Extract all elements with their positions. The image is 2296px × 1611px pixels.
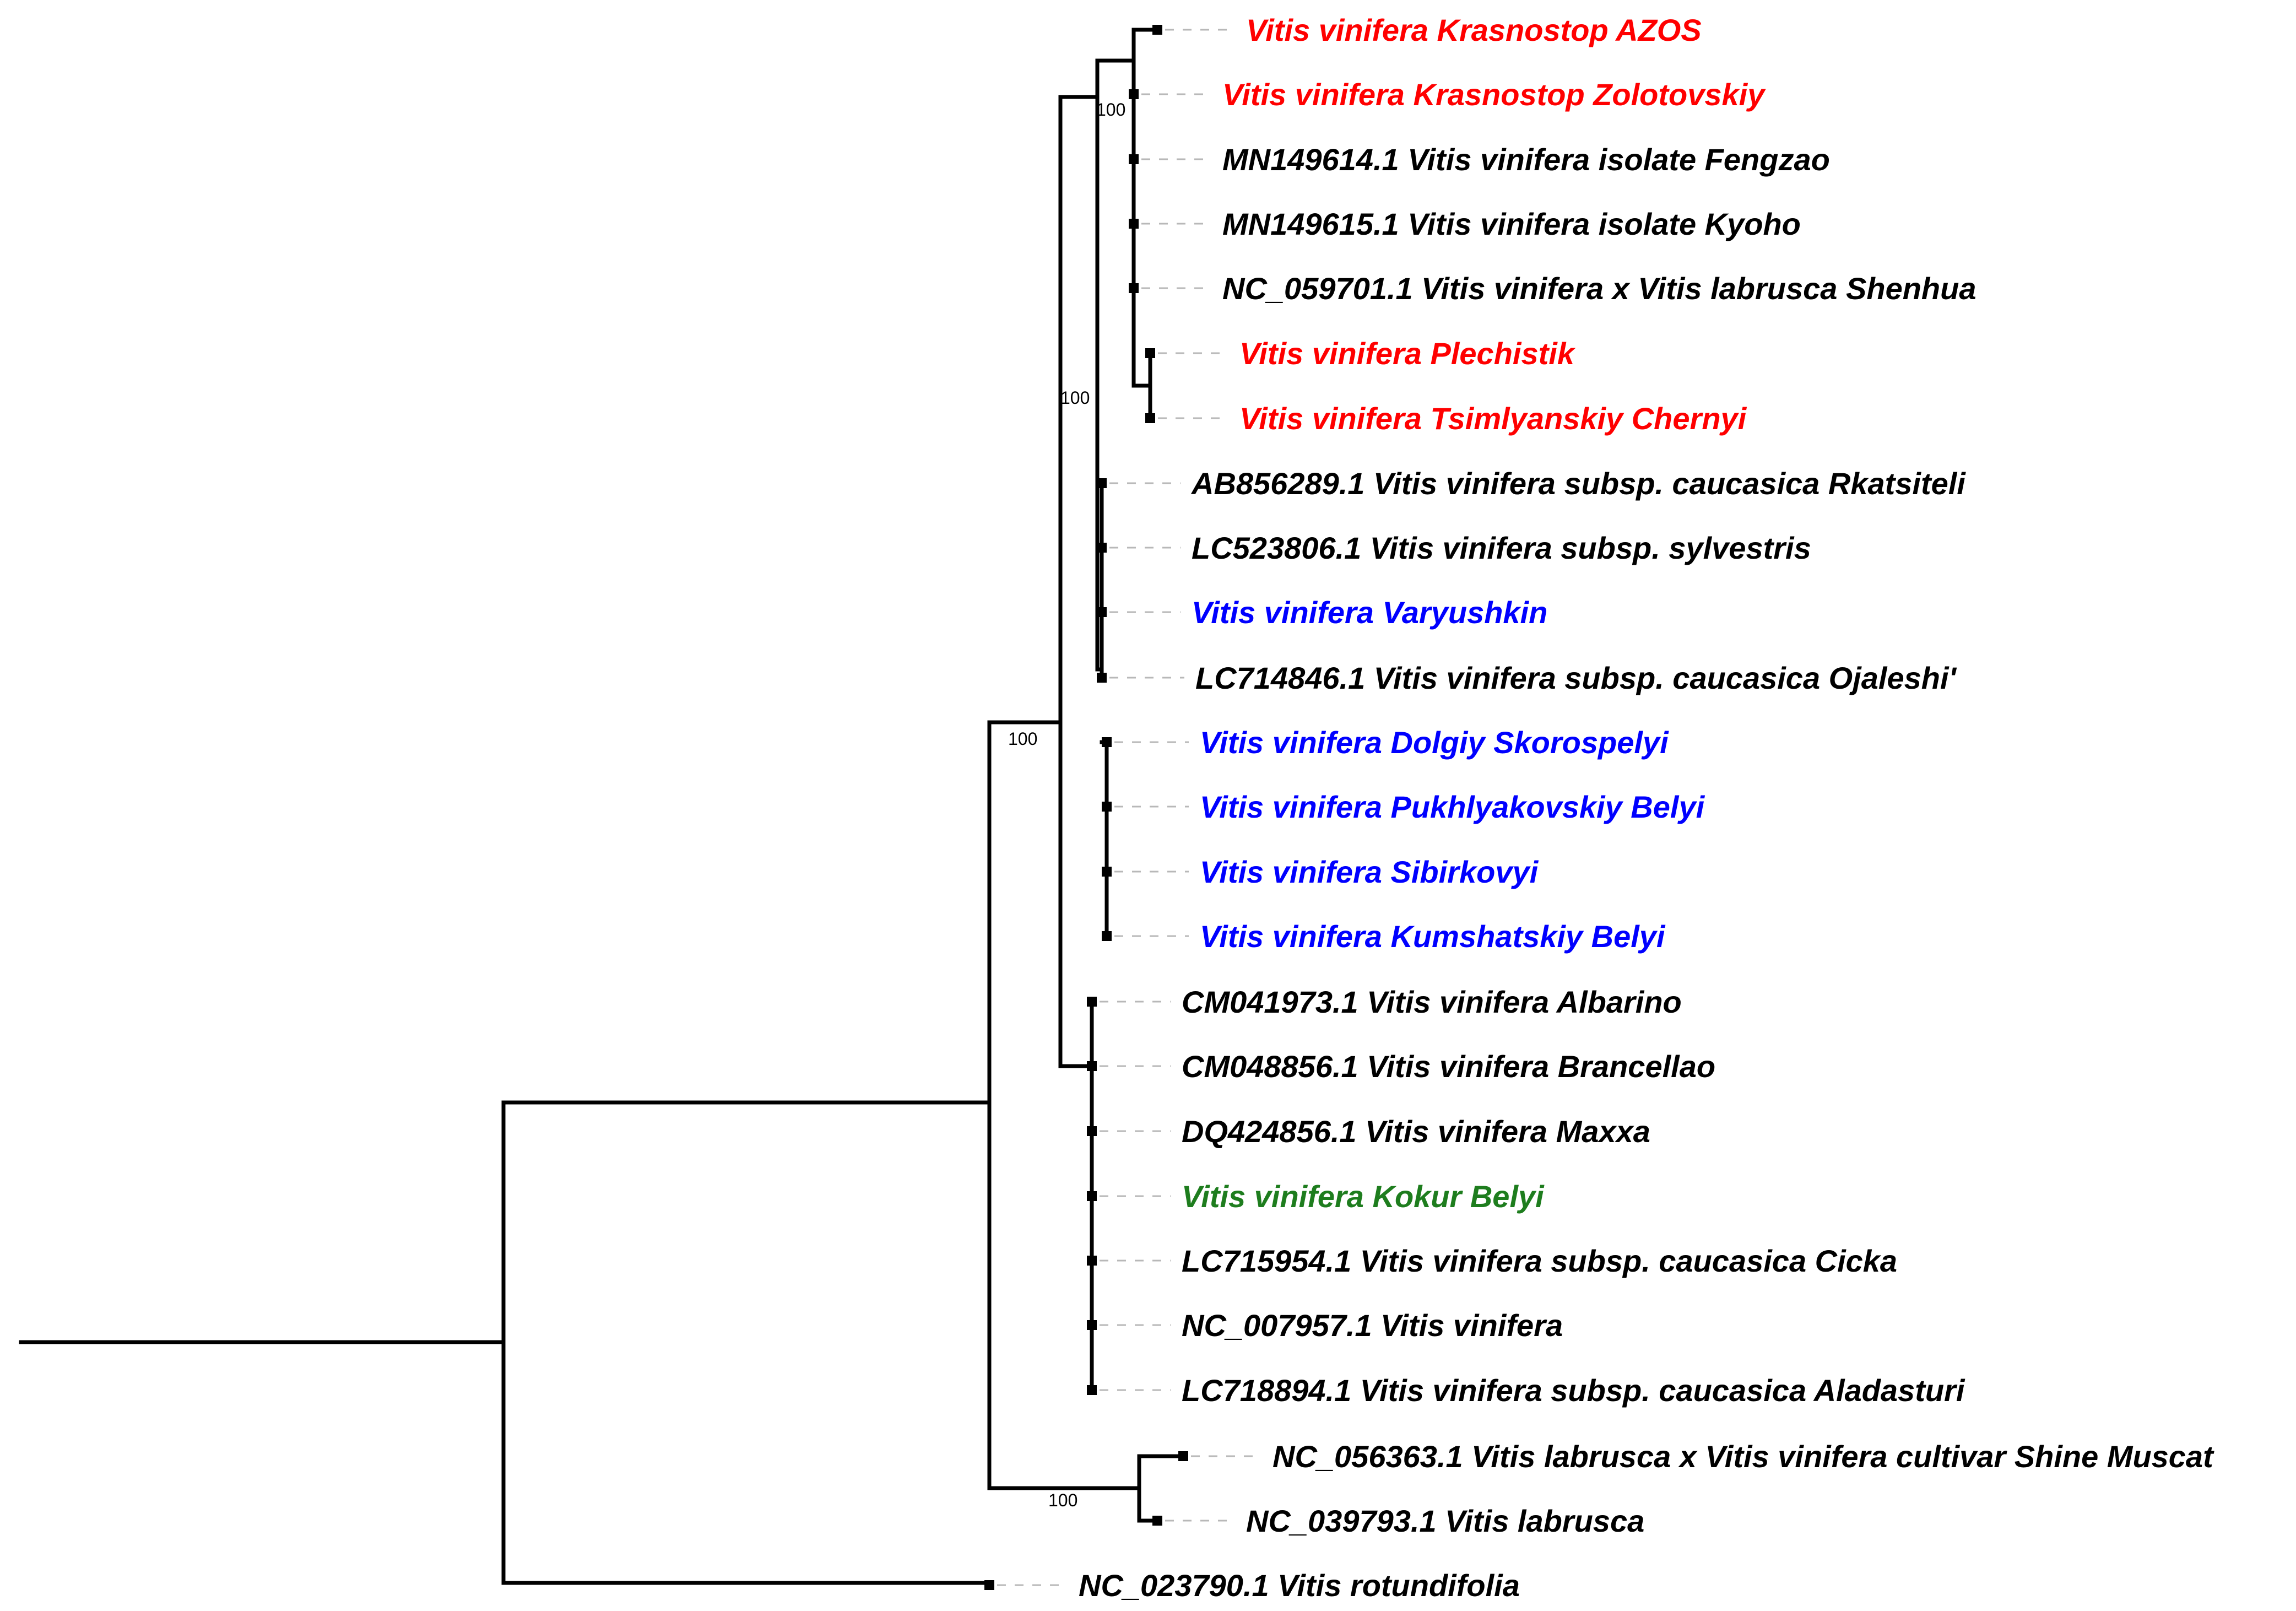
support-values: 100 100 100 100	[1008, 100, 1125, 1510]
tip-label: MN149614.1 Vitis vinifera isolate Fengza…	[1222, 142, 1830, 177]
tip-node-marker	[1097, 673, 1107, 683]
tip-label: Vitis vinifera Plechistik	[1239, 336, 1576, 371]
tip-label: Vitis vinifera Krasnostop AZOS	[1246, 13, 1702, 47]
tip-node-marker	[1145, 348, 1155, 358]
support-value-vinifera-clade: 100	[1060, 388, 1090, 408]
tip-label: Vitis vinifera Pukhlyakovskiy Belyi	[1200, 790, 1705, 824]
tip-label: NC_059701.1 Vitis vinifera x Vitis labru…	[1222, 271, 1976, 306]
tip-label: DQ424856.1 Vitis vinifera Maxxa	[1182, 1114, 1650, 1149]
tip-label: NC_007957.1 Vitis vinifera	[1182, 1308, 1563, 1343]
tip-node-marker	[1097, 543, 1107, 553]
support-value-labrusca-clade: 100	[1048, 1490, 1077, 1510]
tip-label: Vitis vinifera Varyushkin	[1192, 595, 1547, 630]
tip-label: Vitis vinifera Dolgiy Skorospelyi	[1200, 725, 1669, 760]
tip-node-marker	[1102, 867, 1112, 877]
tip-nodes	[984, 25, 1188, 1590]
tip-node-marker	[1087, 997, 1097, 1007]
tip-node-marker	[1129, 89, 1139, 99]
tip-node-marker	[984, 1580, 994, 1590]
tip-label: Vitis vinifera Krasnostop Zolotovskiy	[1222, 77, 1766, 112]
tip-label: NC_039793.1 Vitis labrusca	[1246, 1504, 1644, 1538]
tip-node-marker	[1087, 1126, 1097, 1136]
tip-label: LC714846.1 Vitis vinifera subsp. caucasi…	[1195, 661, 1957, 695]
tip-node-marker	[1097, 607, 1107, 617]
tip-node-marker	[1102, 737, 1112, 747]
support-value-labrusca-vinifera-clade: 100	[1008, 729, 1037, 749]
tip-label: Vitis vinifera Kumshatskiy Belyi	[1200, 919, 1666, 954]
tip-node-marker	[1152, 1516, 1162, 1526]
tip-label: CM048856.1 Vitis vinifera Brancellao	[1182, 1049, 1715, 1084]
tip-labels: Vitis vinifera Krasnostop AZOS Vitis vini…	[1079, 13, 2214, 1603]
tip-label: LC718894.1 Vitis vinifera subsp. caucasi…	[1182, 1373, 1965, 1408]
tip-node-marker	[1129, 154, 1139, 164]
tree-branches	[19, 28, 1185, 1585]
tip-label: LC523806.1 Vitis vinifera subsp. sylvest…	[1192, 531, 1811, 565]
tip-node-marker	[1102, 802, 1112, 812]
tip-node-marker	[1087, 1320, 1097, 1330]
tip-node-marker	[1152, 25, 1162, 35]
tip-node-marker	[1087, 1061, 1097, 1071]
tip-node-marker	[1129, 219, 1139, 229]
tip-label: Vitis vinifera Sibirkovyi	[1200, 855, 1539, 889]
tip-label: NC_023790.1 Vitis rotundifolia	[1079, 1568, 1520, 1603]
tip-label: Vitis vinifera Kokur Belyi	[1182, 1179, 1545, 1214]
tip-label: NC_056363.1 Vitis labrusca x Vitis vinif…	[1272, 1439, 2214, 1474]
tip-node-marker	[1145, 413, 1155, 423]
tip-label: CM041973.1 Vitis vinifera Albarino	[1182, 985, 1682, 1019]
tip-node-marker	[1087, 1385, 1097, 1395]
tip-node-marker	[1102, 931, 1112, 941]
tip-label: LC715954.1 Vitis vinifera subsp. caucasi…	[1182, 1244, 1897, 1278]
tip-node-marker	[1178, 1451, 1188, 1461]
tip-node-marker	[1097, 478, 1107, 488]
support-value-krasnostop-clade: 100	[1096, 100, 1125, 120]
tip-label: Vitis vinifera Tsimlyanskiy Chernyi	[1239, 401, 1747, 436]
tip-label: MN149615.1 Vitis vinifera isolate Kyoho	[1222, 207, 1801, 241]
tip-node-marker	[1129, 283, 1139, 293]
tip-leader-lines	[997, 29, 1261, 1586]
tip-node-marker	[1087, 1191, 1097, 1201]
tip-node-marker	[1087, 1256, 1097, 1266]
tip-label: AB856289.1 Vitis vinifera subsp. caucasi…	[1190, 466, 1966, 501]
